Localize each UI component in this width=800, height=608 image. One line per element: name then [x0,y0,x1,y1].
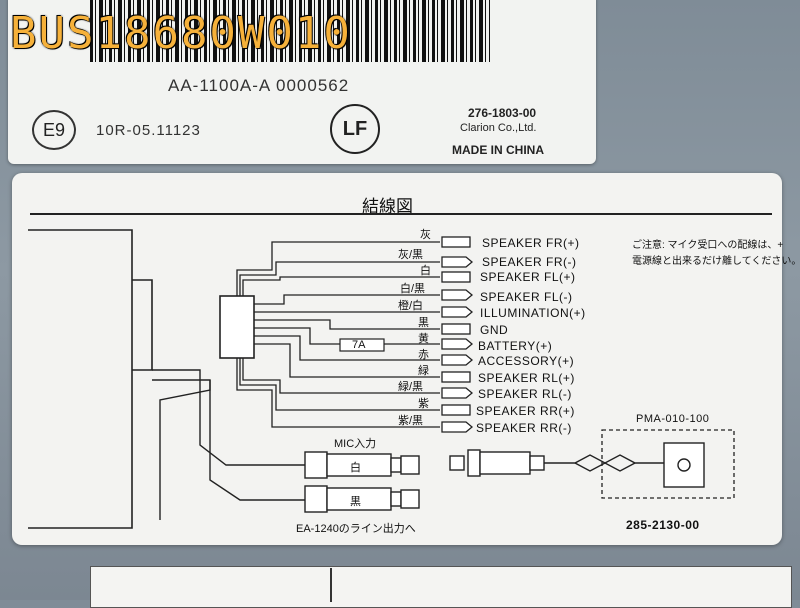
line-out-label: EA-1240のライン出力へ [296,523,416,535]
wire-color-2: 灰/黒 [398,249,424,261]
diagram-part-number: 285-2130-00 [626,518,700,532]
wire-color-4: 白/黒 [400,283,426,295]
barcode [90,0,490,62]
fuse-box [339,338,385,352]
wire-color-10: 緑/黒 [398,381,424,393]
overlay-code: BUS18680W010 [10,8,352,59]
wire-function-9: SPEAKER RL(+) [478,371,575,385]
harness-block [219,295,255,359]
part-number: 276-1803-00 [468,106,537,120]
harness-wires [236,241,440,428]
diagram-title: 結線図 [362,197,413,216]
wire-function-6: GND [480,323,509,337]
rca-cables [152,369,305,520]
wire-function-1: SPEAKER FR(+) [482,236,580,250]
country-of-origin: MADE IN CHINA [452,143,544,157]
serial-number: AA-1100A-A 0000562 [168,76,350,95]
wire-function-10: SPEAKER RL(-) [478,387,572,401]
bottom-sticker-divider [330,568,332,602]
caution-note-line1: ご注意: マイク受口への配線は、+ [632,240,784,251]
wire-function-8: ACCESSORY(+) [478,354,575,368]
manufacturer: Clarion Co.,Ltd. [460,122,537,134]
head-unit-outline [28,229,133,529]
wire-color-9: 緑 [418,365,429,377]
mic-icon [677,458,691,472]
wire-color-8: 赤 [418,349,429,361]
mic-input-label: MIC入力 [334,438,377,450]
wire-function-7: BATTERY(+) [478,339,553,353]
rca-plugs [304,451,420,513]
wiring-diagram-label [12,173,782,545]
wire-color-6: 黒 [418,317,429,329]
wire-function-11: SPEAKER RR(+) [476,404,575,418]
wire-function-5: ILLUMINATION(+) [480,306,586,320]
wire-function-4: SPEAKER FL(-) [480,290,573,304]
mic-cable [544,454,665,464]
wire-color-12: 紫/黒 [398,415,424,427]
bottom-sticker [90,566,792,608]
mic-plug [449,449,545,477]
rca-white-label: 白 [350,462,361,474]
head-unit-connector [132,279,153,371]
e-mark-icon: E9 [32,110,76,150]
terminal-connectors [441,236,474,433]
rca-black-label: 黒 [350,496,361,508]
lf-mark-icon: LF [330,104,380,154]
fuse-label: 7A [352,339,366,351]
wire-color-5: 橙/白 [398,300,424,312]
wire-color-11: 紫 [418,398,429,410]
approval-number: 10R-05.11123 [96,122,201,139]
wire-color-7: 黄 [418,333,429,345]
wire-function-3: SPEAKER FL(+) [480,270,576,284]
wire-color-1: 灰 [420,229,431,241]
wire-function-12: SPEAKER RR(-) [476,421,572,435]
wire-function-2: SPEAKER FR(-) [482,255,577,269]
wire-color-3: 白 [420,265,431,277]
pma-box [601,429,735,499]
caution-note-line2: 電源線と出来るだけ離してください。 [632,256,800,267]
pma-label: PMA-010-100 [636,413,710,425]
title-divider [30,213,772,215]
